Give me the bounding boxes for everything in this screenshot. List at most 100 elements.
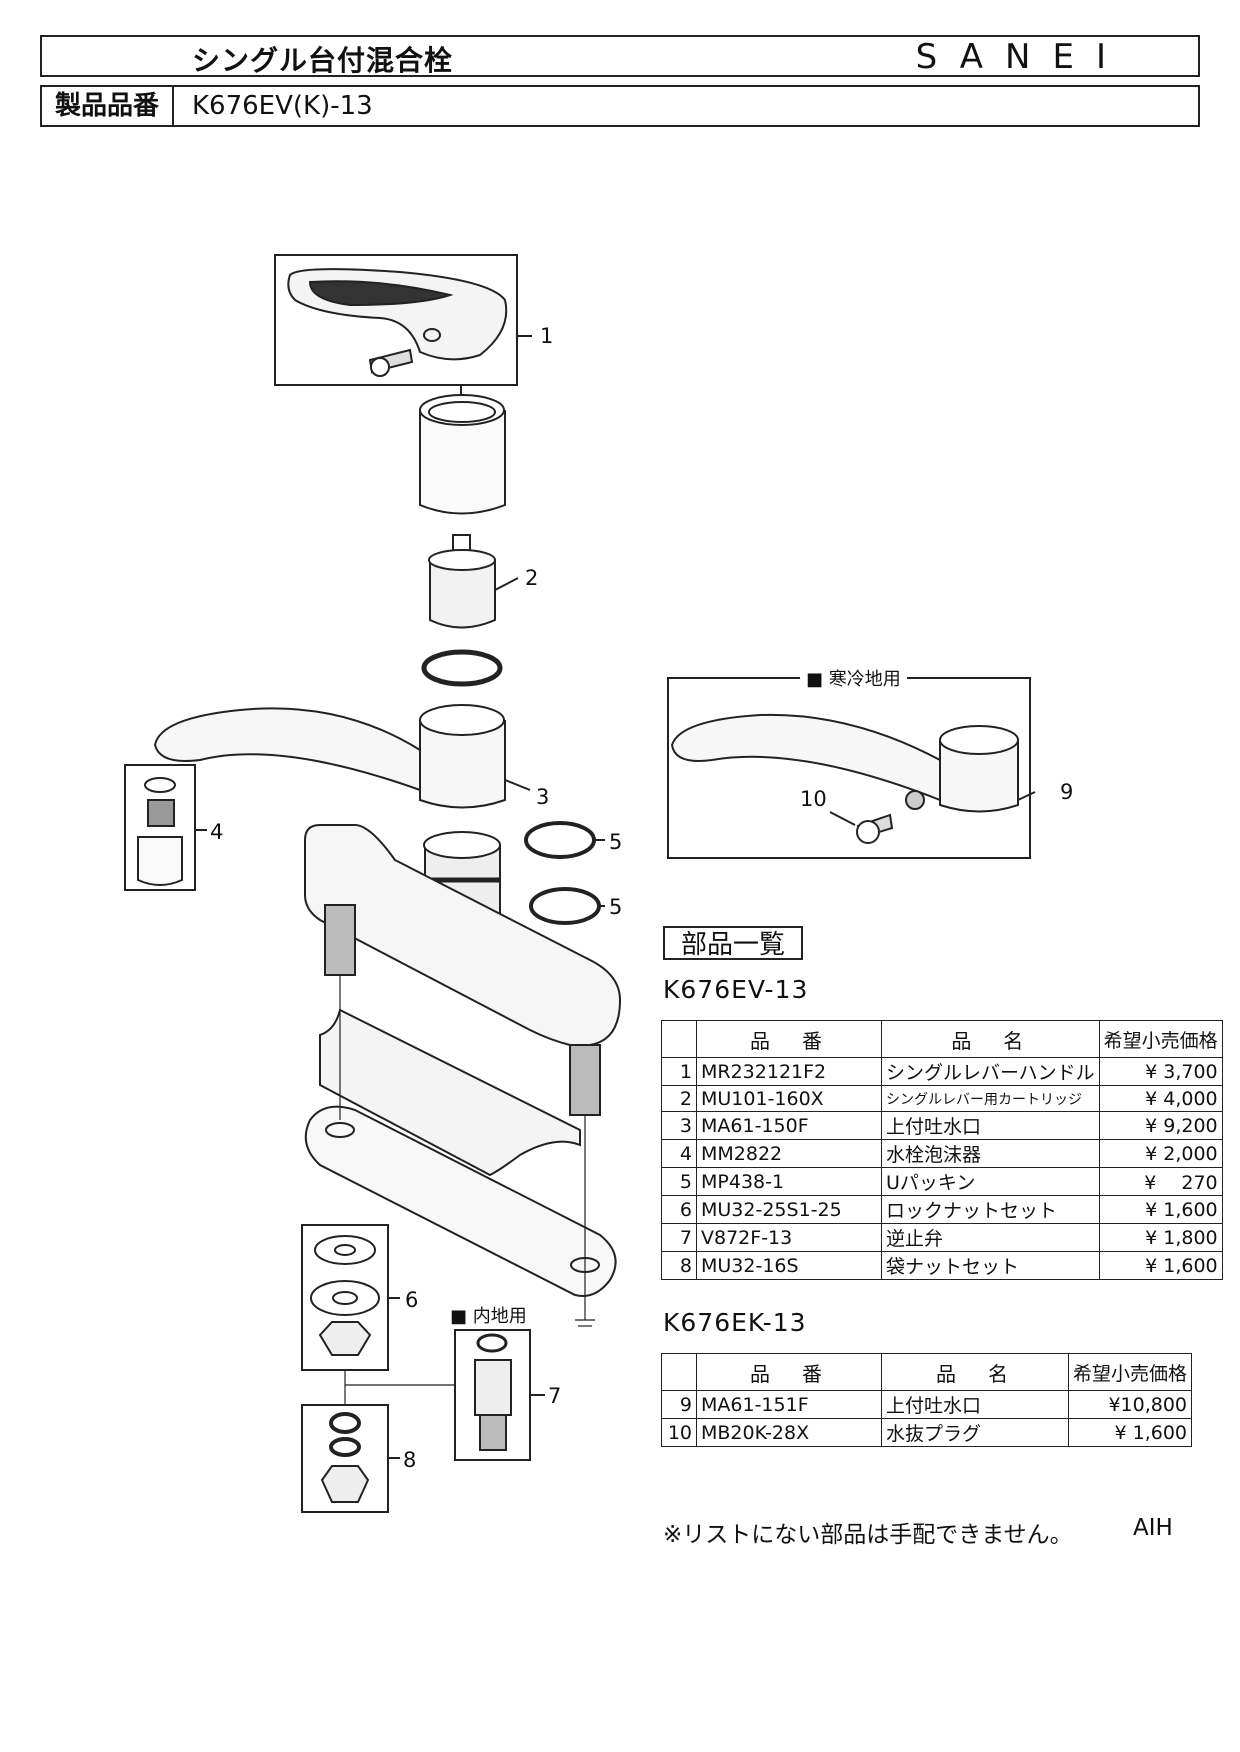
row-code: MB20K-28X bbox=[696, 1418, 882, 1447]
cap-nut-8 bbox=[320, 1465, 370, 1503]
valve-core-top bbox=[423, 831, 501, 859]
gasket-hole-left bbox=[325, 1122, 355, 1138]
row-name: 上付吐水口 bbox=[881, 1111, 1100, 1140]
header-price: 希望小売価格 bbox=[1067, 1353, 1193, 1391]
spout-top bbox=[419, 704, 505, 736]
locknut-6 bbox=[318, 1321, 372, 1356]
row-code: MU101-160X bbox=[696, 1085, 882, 1112]
callout-1: 1 bbox=[540, 324, 554, 348]
row-name: シングルレバー用カートリッジ bbox=[881, 1085, 1100, 1112]
row-name: シングルレバーハンドル bbox=[881, 1057, 1100, 1086]
row-price: ¥10,800 bbox=[1067, 1390, 1193, 1419]
washer-8b bbox=[329, 1437, 361, 1457]
spout-arm bbox=[153, 707, 421, 792]
row-price: ¥ 2,000 bbox=[1098, 1139, 1223, 1168]
leader-10 bbox=[829, 811, 856, 826]
part-number-value: K676EV(K)-13 bbox=[192, 91, 373, 121]
row-name: 水栓泡沫器 bbox=[881, 1139, 1100, 1168]
part-number-label: 製品品番 bbox=[42, 87, 174, 125]
row-no: 5 bbox=[661, 1167, 697, 1196]
brand-logo: SANEI bbox=[915, 37, 1128, 77]
callout-5a: 5 bbox=[609, 830, 623, 854]
callout-8: 8 bbox=[403, 1448, 417, 1472]
row-no: 6 bbox=[661, 1195, 697, 1224]
cold-region-label: ■ 寒冷地用 bbox=[800, 665, 907, 691]
callout-4: 4 bbox=[210, 820, 224, 844]
row-no: 7 bbox=[661, 1223, 697, 1252]
product-title: シングル台付混合栓 bbox=[192, 44, 454, 77]
header-no bbox=[661, 1353, 697, 1391]
row-code: MM2822 bbox=[696, 1139, 882, 1168]
footer-code: AIH bbox=[1133, 1515, 1173, 1541]
row-no: 1 bbox=[661, 1057, 697, 1086]
row-no: 3 bbox=[661, 1111, 697, 1140]
row-code: MU32-25S1-25 bbox=[696, 1195, 882, 1224]
aerator-mesh bbox=[147, 799, 175, 827]
washer-6b bbox=[310, 1280, 380, 1316]
row-code: MU32-16S bbox=[696, 1251, 882, 1280]
leader-2 bbox=[494, 577, 519, 591]
o-ring bbox=[421, 649, 503, 687]
mounting-plate bbox=[319, 1008, 581, 1177]
header-code: 品 番 bbox=[696, 1353, 882, 1391]
row-no: 10 bbox=[661, 1418, 697, 1447]
row-no: 8 bbox=[661, 1251, 697, 1280]
cartridge-top bbox=[428, 549, 496, 571]
cover-inner bbox=[428, 401, 496, 423]
footer-note: ※リストにない部品は手配できません。 bbox=[663, 1522, 1073, 1548]
aerator-box bbox=[124, 764, 196, 891]
callout-6: 6 bbox=[405, 1288, 419, 1312]
row-no: 4 bbox=[661, 1139, 697, 1168]
washer-6a bbox=[314, 1235, 376, 1265]
table-header-row: 品 番 品 名 希望小売価格 bbox=[661, 1353, 1193, 1391]
row-price: ¥ 1,600 bbox=[1067, 1418, 1193, 1447]
header-name: 品 名 bbox=[881, 1020, 1100, 1058]
row-price: ¥ 9,200 bbox=[1098, 1111, 1223, 1140]
spout-body bbox=[419, 720, 506, 809]
check-valve-body bbox=[474, 1359, 512, 1416]
aerator-washer bbox=[144, 777, 176, 793]
row-name: 上付吐水口 bbox=[881, 1390, 1069, 1419]
check-valve-thread bbox=[479, 1414, 507, 1451]
callout-7: 7 bbox=[548, 1384, 562, 1408]
washer-8a bbox=[329, 1412, 361, 1434]
row-price: ¥ 3,700 bbox=[1098, 1057, 1223, 1086]
row-name: 袋ナットセット bbox=[881, 1251, 1100, 1280]
thread-bolt-right bbox=[569, 1044, 601, 1116]
callout-3: 3 bbox=[536, 785, 550, 809]
cold-spout-body bbox=[939, 740, 1019, 813]
leader-9 bbox=[1017, 791, 1036, 801]
callout-10: 10 bbox=[800, 787, 827, 811]
callout-5b: 5 bbox=[609, 895, 623, 919]
cover-cylinder bbox=[419, 410, 506, 515]
row-price: ¥ 4,000 bbox=[1098, 1085, 1223, 1112]
handle-screw-hole bbox=[423, 328, 441, 342]
row-price: ¥ 1,600 bbox=[1098, 1195, 1223, 1224]
header-name: 品 名 bbox=[881, 1353, 1069, 1391]
leader-3 bbox=[504, 779, 531, 791]
cover-top bbox=[419, 394, 505, 426]
title-bar: シングル台付混合栓 SANEI bbox=[40, 35, 1200, 77]
part-number-bar: 製品品番 K676EV(K)-13 bbox=[40, 85, 1200, 127]
handle-box bbox=[274, 254, 518, 386]
header-price: 希望小売価格 bbox=[1098, 1020, 1223, 1058]
callout-9: 9 bbox=[1060, 780, 1074, 804]
cartridge-body bbox=[429, 559, 496, 629]
faucet-base bbox=[304, 824, 622, 1046]
callout-2: 2 bbox=[525, 566, 539, 590]
cold-spout-arm bbox=[670, 713, 941, 802]
row-name: ロックナットセット bbox=[881, 1195, 1100, 1224]
row-name: Uパッキン bbox=[881, 1167, 1100, 1196]
